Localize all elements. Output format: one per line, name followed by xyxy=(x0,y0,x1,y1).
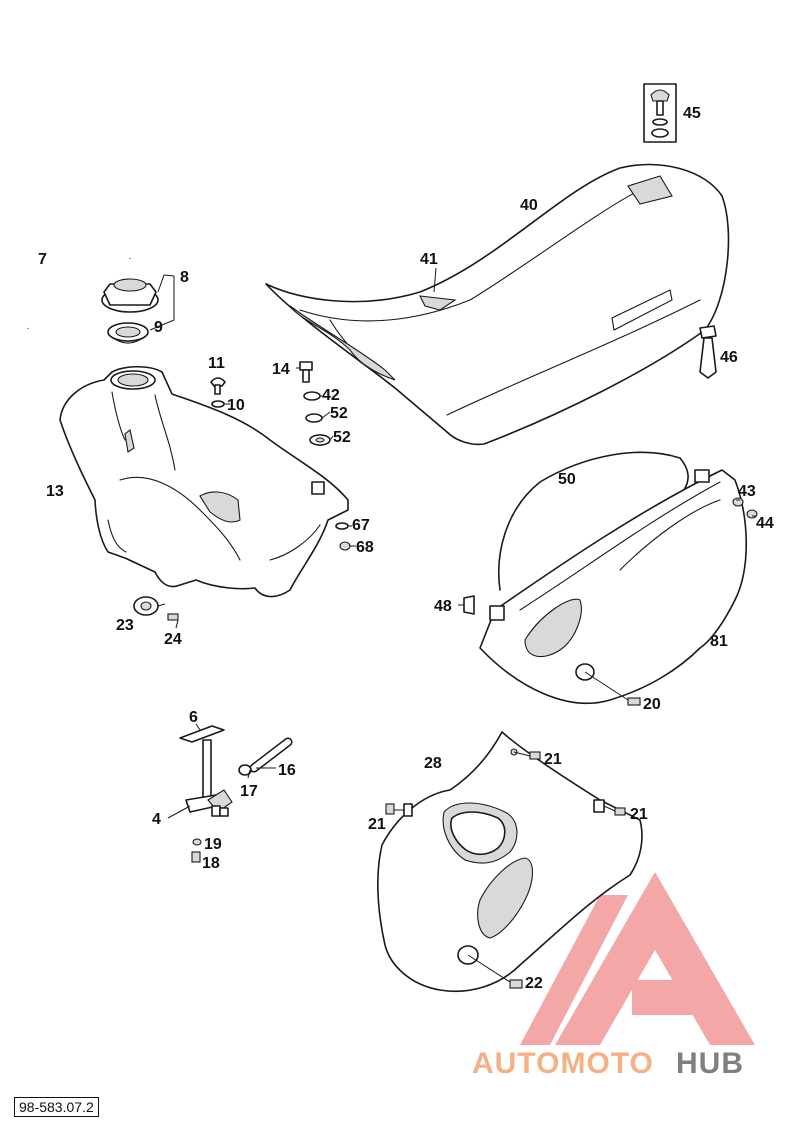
callout-19: 19 xyxy=(204,836,222,853)
part-22-screw xyxy=(509,979,523,989)
part-8-fuel-cap xyxy=(101,278,159,313)
callout-52b: 52 xyxy=(333,429,351,446)
part-67-washer xyxy=(335,522,349,530)
callout-52a: 52 xyxy=(330,405,348,422)
part-21-screw-right xyxy=(614,807,626,816)
callout-22: 22 xyxy=(525,975,543,992)
part-23-rubber-mount xyxy=(133,596,159,616)
callout-14: 14 xyxy=(272,361,290,378)
callout-9: 9 xyxy=(154,319,163,336)
watermark-logo xyxy=(520,872,755,1045)
callout-46: 46 xyxy=(720,349,738,366)
callout-6: 6 xyxy=(189,709,198,726)
part-52-washer-b xyxy=(309,434,331,446)
callout-10: 10 xyxy=(227,397,245,414)
callout-21b: 21 xyxy=(368,816,386,833)
callout-21a: 21 xyxy=(544,751,562,768)
callout-45: 45 xyxy=(683,105,701,122)
part-43-washer xyxy=(732,497,744,507)
part-42-washer xyxy=(303,391,321,401)
part-21-screw-left xyxy=(385,803,395,815)
part-40-seat xyxy=(265,163,730,446)
part-46-strap xyxy=(699,325,717,379)
part-28-side-cover xyxy=(377,731,643,993)
callout-20: 20 xyxy=(643,696,661,713)
callout-43: 43 xyxy=(738,483,756,500)
part-7-breather-hose xyxy=(26,230,133,329)
callout-17: 17 xyxy=(240,783,258,800)
callout-4: 4 xyxy=(152,811,161,828)
callout-67: 67 xyxy=(352,517,370,534)
callout-24: 24 xyxy=(164,631,182,648)
part-52-washer-a xyxy=(305,413,323,423)
part-19-washer xyxy=(192,838,202,846)
part-50-side-panel-outline xyxy=(497,451,689,591)
callout-23: 23 xyxy=(116,617,134,634)
part-81-number-plate xyxy=(479,469,748,704)
leader-lines xyxy=(149,267,756,983)
part-9-cap-seal xyxy=(107,322,149,344)
callout-41: 41 xyxy=(420,251,438,268)
callout-44: 44 xyxy=(756,515,774,532)
callout-48: 48 xyxy=(434,598,452,615)
callout-50: 50 xyxy=(558,471,576,488)
callout-40: 40 xyxy=(520,197,538,214)
watermark-text-part1: AUTOMOTO xyxy=(472,1047,654,1080)
part-14-bolt xyxy=(299,361,313,383)
callout-7: 7 xyxy=(38,251,47,268)
callout-42: 42 xyxy=(322,387,340,404)
callout-13: 13 xyxy=(46,483,64,500)
watermark-text-part2: HUB xyxy=(676,1047,744,1080)
part-16-fuel-hose xyxy=(249,737,293,773)
callout-labels: 7 8 9 11 10 13 14 42 52 52 67 68 23 24 4… xyxy=(38,105,774,992)
part-68-nut xyxy=(339,541,351,551)
callout-18: 18 xyxy=(202,855,220,872)
callout-8: 8 xyxy=(180,269,189,286)
callout-81: 81 xyxy=(710,633,728,650)
part-6-tap-gasket xyxy=(179,725,225,743)
part-20-screw xyxy=(627,697,641,706)
part-45-seat-screw-kit xyxy=(643,83,677,143)
part-21-screw-top xyxy=(529,751,541,760)
callout-16: 16 xyxy=(278,762,296,779)
part-17-hose-clamp xyxy=(238,764,252,776)
callout-21c: 21 xyxy=(630,806,648,823)
part-13-fuel-tank xyxy=(59,365,349,598)
callout-28: 28 xyxy=(424,755,442,772)
callout-68: 68 xyxy=(356,539,374,556)
callout-11: 11 xyxy=(208,355,225,372)
reference-number: 98-583.07.2 xyxy=(14,1097,99,1117)
part-18-screw xyxy=(191,851,201,863)
part-11-screw xyxy=(210,377,226,395)
part-4-fuel-tap xyxy=(185,739,233,817)
part-48-clip xyxy=(463,595,475,615)
part-10-washer xyxy=(211,400,225,408)
part-24-screw xyxy=(167,613,179,621)
watermark-text: AUTOMOTO HUB xyxy=(472,1047,744,1080)
